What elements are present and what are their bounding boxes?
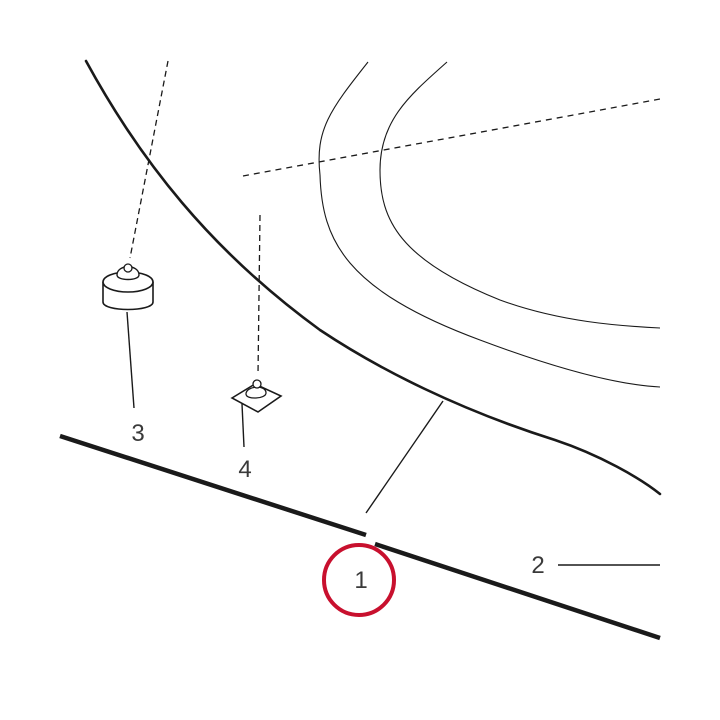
leader-line-3	[126, 311, 135, 409]
leader-line-1	[365, 400, 444, 514]
callout-label-1: 1	[354, 567, 367, 594]
part-4-clip	[230, 379, 283, 413]
panel-outline-curve	[84, 59, 662, 496]
trim-strip-right	[374, 541, 661, 641]
reference-dashed-line	[242, 98, 661, 177]
callout-label-3: 3	[131, 420, 144, 447]
recess-outline-outer	[318, 61, 661, 388]
callout-1-highlight-circle	[322, 543, 396, 617]
part-3-bumper	[102, 263, 154, 311]
part-3-alignment-line	[129, 60, 169, 259]
leader-line-4	[241, 403, 245, 448]
callout-label-4: 4	[238, 456, 251, 483]
callout-label-2: 2	[531, 552, 544, 579]
trim-strip-left	[59, 433, 367, 538]
part-4-alignment-line	[257, 214, 261, 376]
recess-outline-inner	[379, 61, 661, 329]
